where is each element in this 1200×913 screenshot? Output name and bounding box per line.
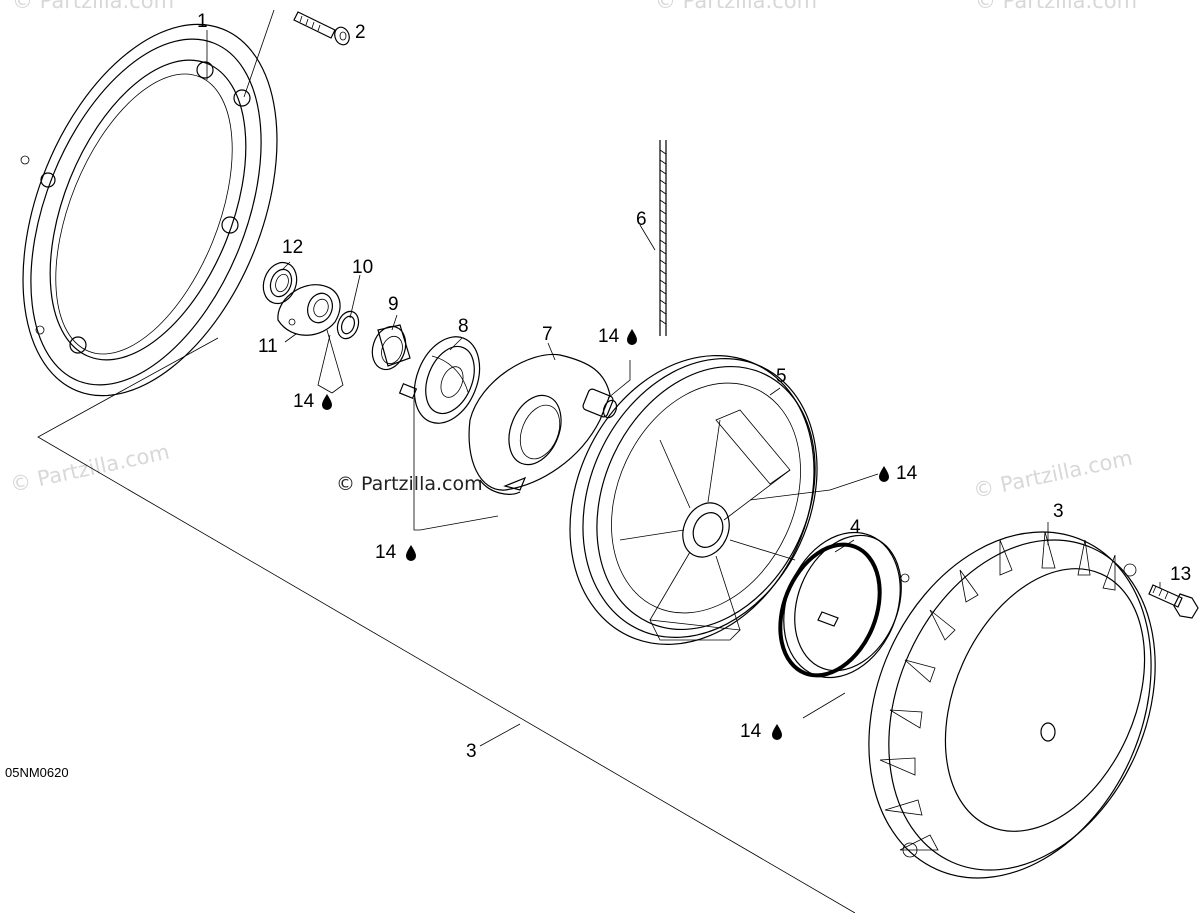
callout-7: 7 bbox=[542, 324, 553, 345]
part-13-bolt bbox=[1148, 584, 1199, 619]
part-7-cam-plate bbox=[468, 353, 618, 495]
part-8-pawl-plate bbox=[398, 336, 481, 424]
callout-14-spring: 14 bbox=[740, 721, 762, 742]
image-code: 05NM0620 bbox=[5, 765, 69, 780]
drop-icon bbox=[627, 329, 637, 345]
part-3-starter-cover bbox=[868, 531, 1156, 879]
callout-9: 9 bbox=[388, 294, 399, 315]
drop-icon bbox=[879, 466, 889, 482]
watermark-top-left: © Partzilla.com bbox=[12, 0, 174, 13]
part-5-rope-pulley bbox=[569, 355, 818, 645]
callout-5: 5 bbox=[776, 366, 787, 387]
watermark-top-center: © Partzilla.com bbox=[655, 0, 817, 13]
watermark-top-right: © Partzilla.com bbox=[975, 0, 1137, 13]
watermark-mid-right: © Partzilla.com bbox=[971, 446, 1135, 503]
callout-1: 1 bbox=[197, 11, 208, 32]
part-1-housing-ring bbox=[20, 23, 278, 397]
part-6-rope bbox=[659, 140, 667, 336]
part-4-recoil-spring bbox=[778, 531, 910, 679]
part-10-o-ring bbox=[336, 310, 360, 340]
callout-14-pulley: 14 bbox=[896, 463, 918, 484]
callout-8: 8 bbox=[458, 316, 469, 337]
drop-icon bbox=[322, 394, 332, 410]
watermark-center: © Partzilla.com bbox=[336, 473, 483, 495]
leader-lines bbox=[37, 9, 1161, 913]
part-12-oil-seal bbox=[262, 261, 298, 305]
callout-14-bracket: 14 bbox=[293, 391, 315, 412]
part-11-bracket bbox=[277, 284, 341, 336]
part-2-screw bbox=[293, 11, 350, 46]
callout-4: 4 bbox=[850, 517, 861, 538]
watermark-mid-left: © Partzilla.com bbox=[8, 440, 172, 497]
callout-3-assembly: 3 bbox=[466, 741, 477, 762]
callout-2: 2 bbox=[355, 22, 366, 43]
callout-14-pawl: 14 bbox=[375, 542, 397, 563]
callout-12: 12 bbox=[282, 237, 303, 258]
callout-labels: 1 2 3 3 4 5 6 7 8 9 10 11 12 13 14 14 14… bbox=[197, 11, 1191, 762]
callout-14-cam: 14 bbox=[598, 326, 620, 347]
drop-icon bbox=[772, 724, 782, 740]
part-9-bushing bbox=[371, 324, 411, 371]
drop-icon bbox=[406, 545, 416, 561]
callout-3-cover: 3 bbox=[1053, 501, 1064, 522]
callout-13: 13 bbox=[1170, 564, 1191, 585]
callout-10: 10 bbox=[352, 257, 373, 278]
background-watermarks: © Partzilla.com © Partzilla.com © Partzi… bbox=[8, 0, 1137, 503]
callout-11: 11 bbox=[258, 336, 278, 357]
callout-6: 6 bbox=[636, 209, 647, 230]
